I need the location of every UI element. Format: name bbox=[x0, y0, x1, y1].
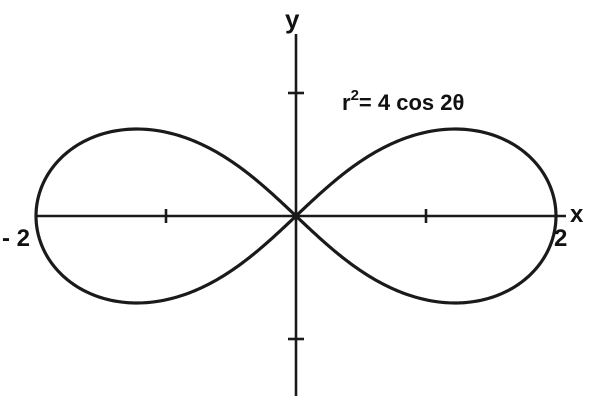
equation-base: r bbox=[342, 90, 351, 115]
equation-exponent: 2 bbox=[351, 87, 359, 104]
lemniscate-curve bbox=[34, 127, 558, 305]
equation-label: r2= 4 cos 2θ bbox=[342, 87, 464, 115]
x-axis-label: x bbox=[570, 201, 584, 228]
tick-marks bbox=[164, 91, 428, 341]
x-tick-label: 2 bbox=[554, 225, 567, 252]
equation-rest: = 4 cos 2θ bbox=[359, 90, 464, 115]
x-tick-label: - 2 bbox=[2, 225, 30, 252]
y-axis-label: y bbox=[285, 4, 300, 34]
x-tick-labels: - 2 2 bbox=[2, 225, 567, 252]
